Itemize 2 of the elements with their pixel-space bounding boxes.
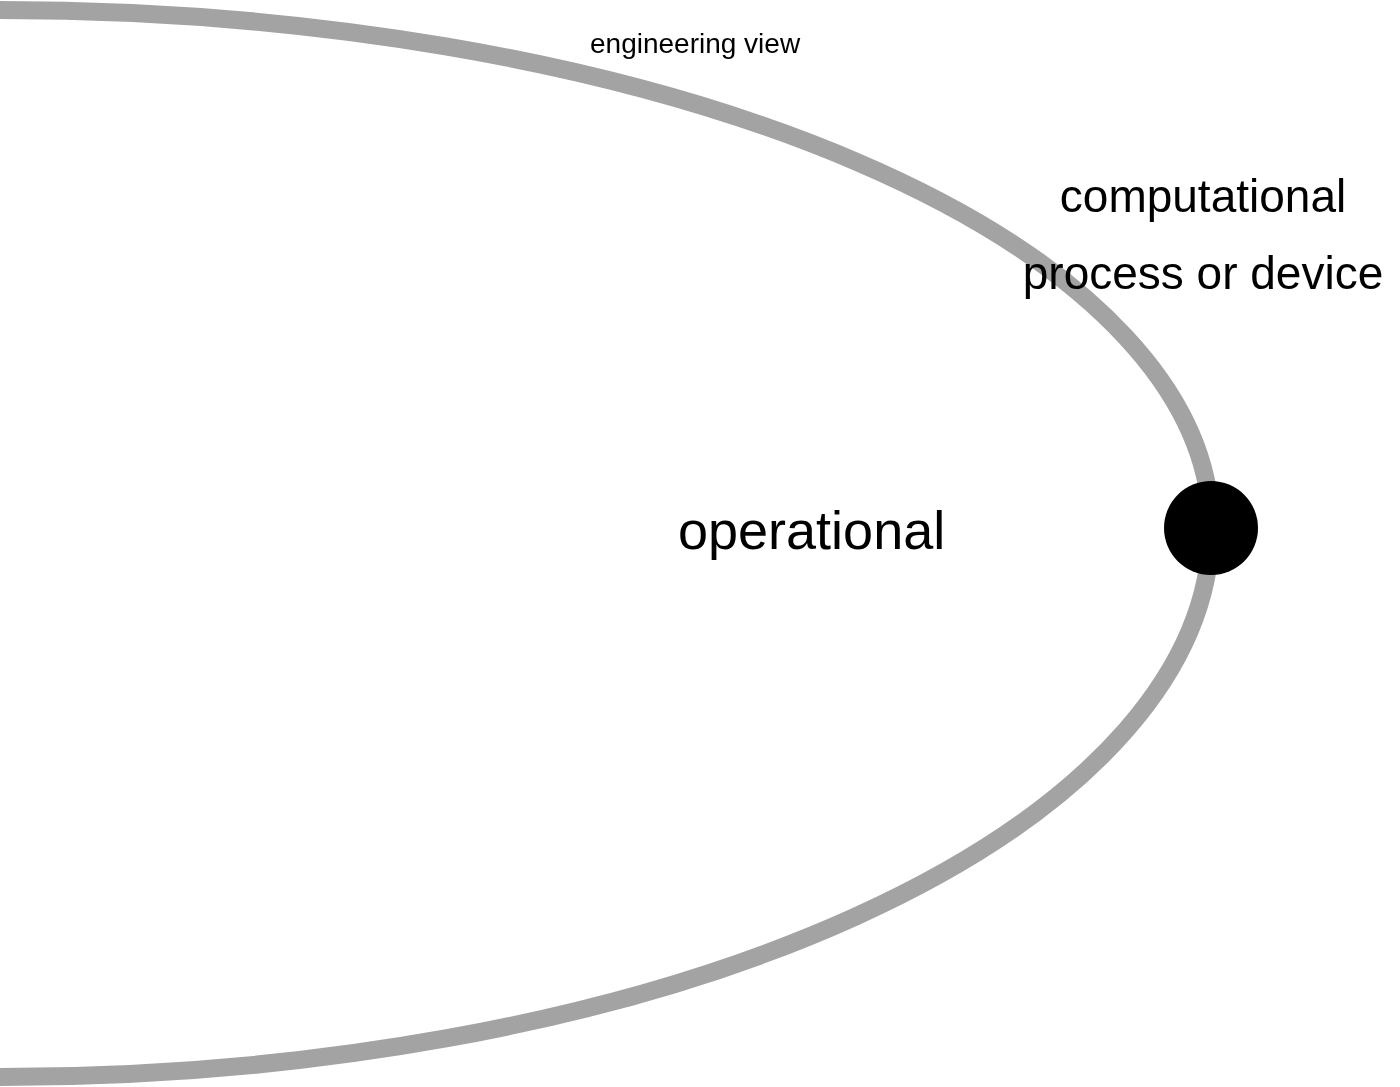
view-title: engineering view xyxy=(590,30,801,58)
device-label: computational process or device xyxy=(1021,169,1385,302)
